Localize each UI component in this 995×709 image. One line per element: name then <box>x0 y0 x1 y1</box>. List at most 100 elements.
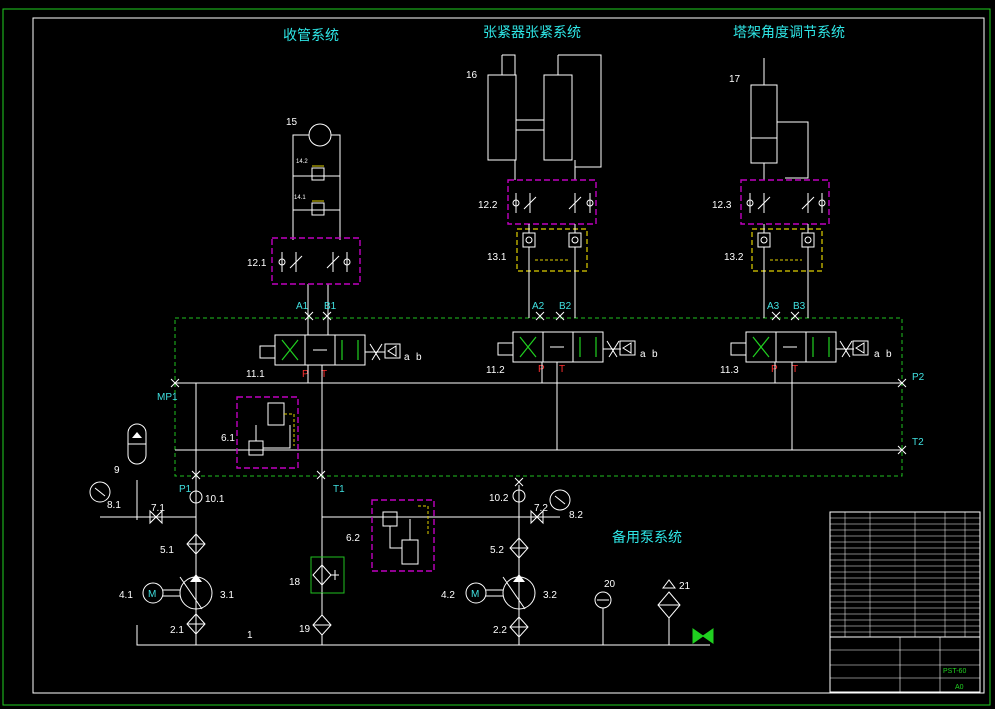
motor-4-1-shaft <box>163 589 180 597</box>
tension-lines-upper <box>514 160 576 180</box>
label-7-2: 7.2 <box>534 503 548 514</box>
lock-symbols-13-2 <box>757 224 815 318</box>
motor-4-2-m: M <box>471 589 479 600</box>
valve-11-3-connections <box>774 362 793 450</box>
throttle-check-symbols-12-3 <box>746 193 826 213</box>
relief-valve-14-1 <box>311 202 325 216</box>
drawing-number: PST-60 <box>943 668 966 675</box>
label-8-1: 8.1 <box>107 500 121 511</box>
label-19: 19 <box>299 624 311 635</box>
tower-cylinder-17 <box>750 58 809 179</box>
valve-11-2-b: b <box>652 349 658 360</box>
relief-valve-block-6-2 <box>371 499 435 572</box>
label-18: 18 <box>289 577 301 588</box>
port-b2: B2 <box>559 301 572 312</box>
directional-valve-11-1 <box>259 334 401 366</box>
label-14-2: 14.2 <box>296 159 308 165</box>
valve-11-1-port-t: T <box>321 369 327 380</box>
valve-11-1-connections <box>307 365 323 475</box>
throttle-check-block-12-3 <box>740 179 830 225</box>
throttle-check-block-12-2 <box>507 179 597 225</box>
label-1: 1 <box>247 630 253 641</box>
ball-valve-7-1 <box>149 509 163 525</box>
label-13-2: 13.2 <box>724 252 744 263</box>
label-20: 20 <box>604 579 616 590</box>
label-3-1: 3.1 <box>220 590 234 601</box>
accumulator-9-arrow <box>132 432 142 438</box>
label-4-1: 4.1 <box>119 590 133 601</box>
pipe-circuit-lines <box>292 134 341 335</box>
thermometer-20-stem <box>597 599 609 645</box>
port-a3: A3 <box>767 301 780 312</box>
label-11-3: 11.3 <box>720 365 739 376</box>
label-5-1: 5.1 <box>160 545 174 556</box>
cooler-18 <box>312 564 332 586</box>
valve-11-2-port-t: T <box>559 364 565 375</box>
throttle-check-symbols-12-1 <box>278 252 351 272</box>
label-10-2: 10.2 <box>489 493 509 504</box>
valve-11-2-a: a <box>640 349 646 360</box>
check-valve-10-1 <box>189 490 203 504</box>
directional-valve-11-2 <box>497 331 636 363</box>
pump-3-2-arrow <box>513 574 525 582</box>
filter-2-2 <box>509 616 529 638</box>
accumulator-9 <box>127 423 147 465</box>
relief-6-1-pilot <box>284 413 295 446</box>
valve-11-2-connections <box>541 362 558 450</box>
motor-4-1-m: M <box>148 589 156 600</box>
pump-3-2-variable <box>502 576 526 610</box>
label-16: 16 <box>466 70 478 81</box>
ball-valve-7-2 <box>530 509 544 525</box>
pump-circuit-2-lines <box>518 485 560 645</box>
label-21: 21 <box>679 581 691 592</box>
relief-valve-markers <box>312 165 324 202</box>
port-b3: B3 <box>793 301 806 312</box>
valve-11-3-port-t: T <box>792 364 798 375</box>
motor-4-2 <box>465 582 487 604</box>
label-15: 15 <box>286 117 298 128</box>
throttle-check-symbols-12-2 <box>512 193 594 213</box>
valve-11-3-b: b <box>886 349 892 360</box>
manifold-block <box>174 317 903 477</box>
throttle-check-block-12-1 <box>271 237 361 285</box>
port-p1: P1 <box>179 484 192 495</box>
valve-11-1-b: b <box>416 352 422 363</box>
hydraulic-motor-15 <box>308 123 332 147</box>
label-6-2: 6.2 <box>346 533 360 544</box>
port-mp1: MP1 <box>157 392 178 403</box>
label-12-1: 12.1 <box>247 258 267 269</box>
port-p2: P2 <box>912 372 925 383</box>
label-11-2: 11.2 <box>486 365 505 376</box>
label-6-1: 6.1 <box>221 433 235 444</box>
hydraulic-lock-13-2 <box>751 228 823 272</box>
cooler-box-18 <box>310 556 345 594</box>
relief-valve-symbol-6-2 <box>382 511 419 565</box>
port-a2: A2 <box>532 301 545 312</box>
hydraulic-lock-13-1 <box>516 228 588 272</box>
valve-11-1-a: a <box>404 352 410 363</box>
label-8-2: 8.2 <box>569 510 583 521</box>
label-3-2: 3.2 <box>543 590 557 601</box>
motor-4-1 <box>142 582 164 604</box>
air-filter-21 <box>657 591 681 619</box>
valve-11-1-port-p: P <box>302 369 309 380</box>
label-9: 9 <box>114 465 120 476</box>
label-10-1: 10.1 <box>205 494 225 505</box>
gauge-8-2-needle <box>554 495 566 505</box>
label-4-2: 4.2 <box>441 590 455 601</box>
relief-6-2-pilot <box>418 505 429 536</box>
check-valve-10-2 <box>512 489 526 503</box>
filter-19 <box>312 593 332 645</box>
label-5-2: 5.2 <box>490 545 504 556</box>
drawing-border <box>32 17 985 694</box>
tension-cylinder-16 <box>487 54 602 168</box>
pump-3-1-variable <box>179 576 203 610</box>
label-2-2: 2.2 <box>493 625 507 636</box>
lock-symbols-13-1 <box>522 224 582 318</box>
relief-valve-block-6-1 <box>236 396 299 469</box>
directional-valve-11-3 <box>730 331 869 363</box>
outer-frame <box>2 8 991 706</box>
label-13-1: 13.1 <box>487 252 507 263</box>
filter-2-1 <box>186 613 206 635</box>
